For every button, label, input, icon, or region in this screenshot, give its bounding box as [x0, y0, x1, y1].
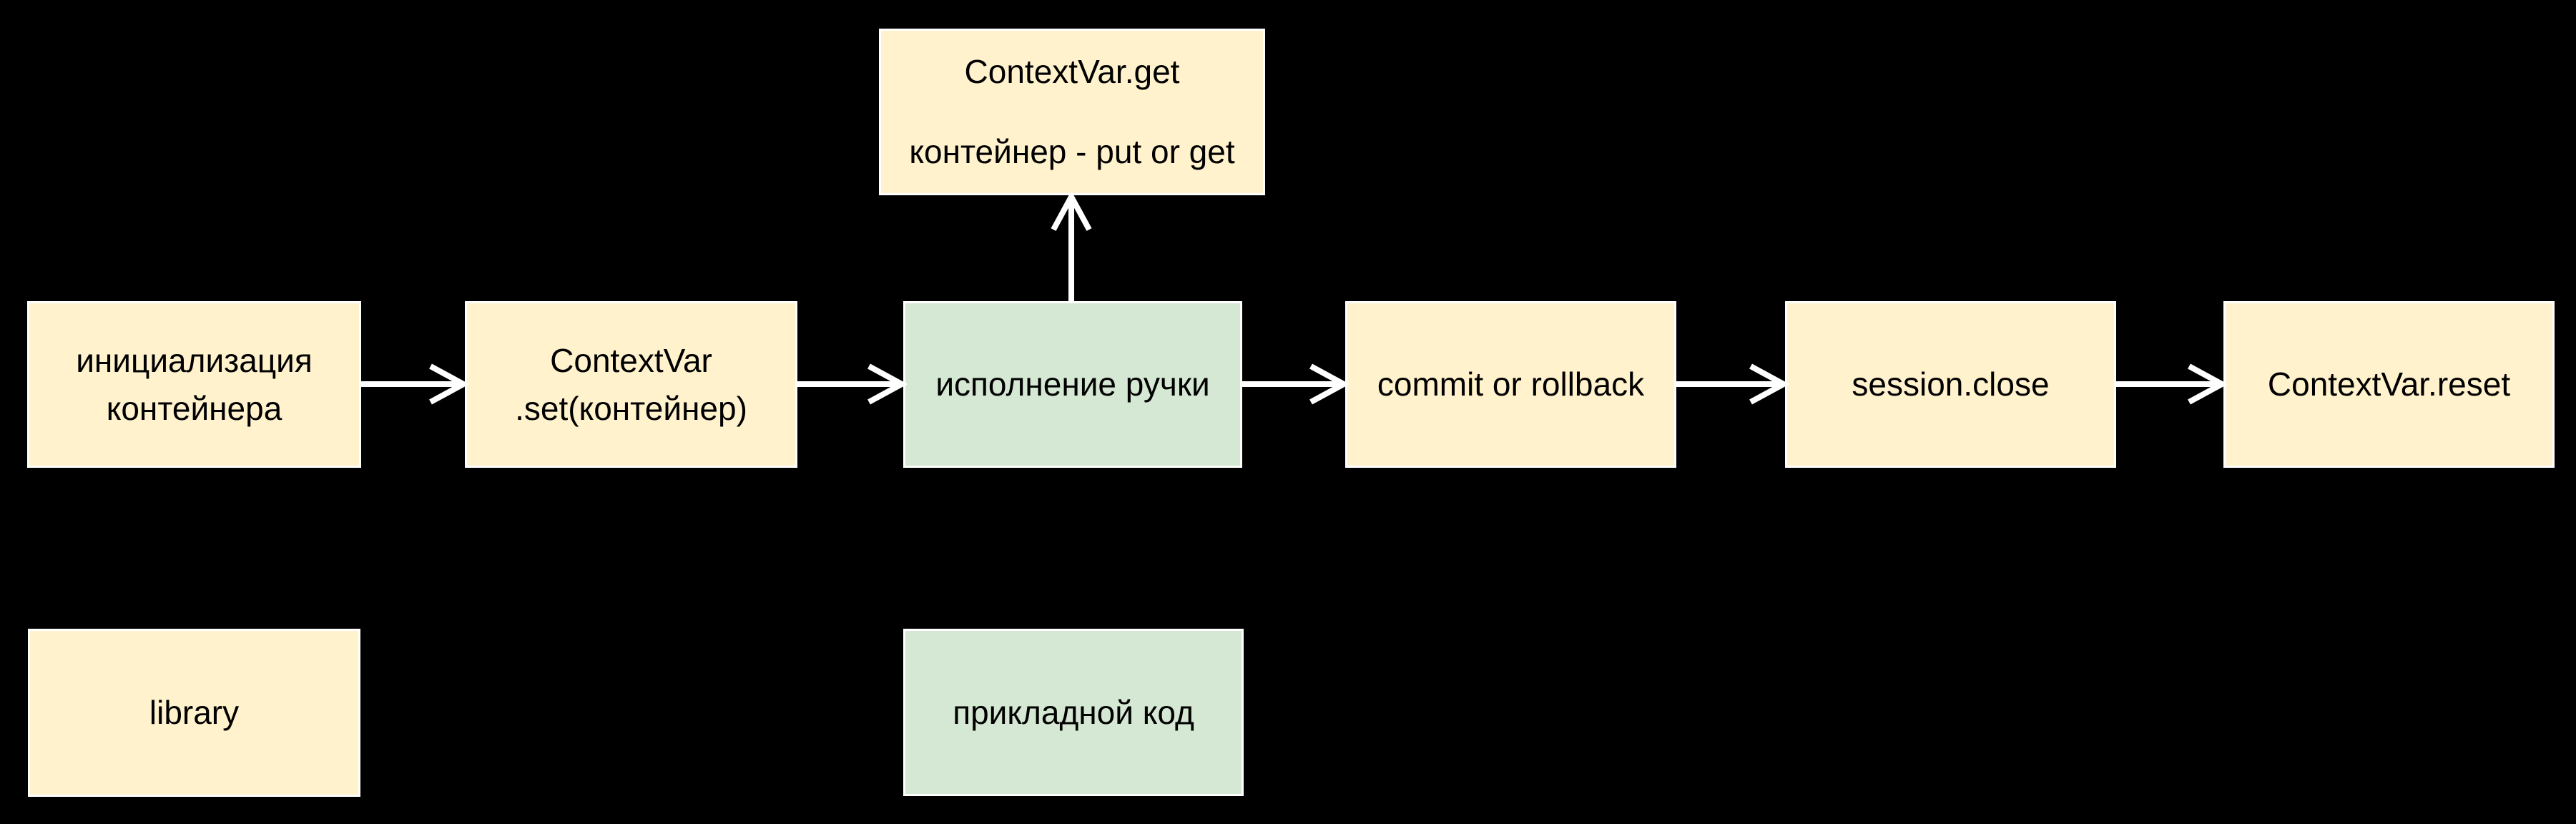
- node-init-container-line2: контейнера: [106, 389, 282, 427]
- node-session-close-label: session.close: [1852, 366, 2050, 403]
- arrow-close-to-reset: [2116, 363, 2228, 405]
- node-contextvar-set: ContextVar .set(контейнер): [465, 301, 797, 468]
- node-handler-execution: исполнение ручки: [903, 301, 1242, 468]
- legend-application-code-label: прикладной код: [953, 693, 1194, 731]
- node-commit-or-rollback-label: commit or rollback: [1377, 366, 1645, 403]
- node-init-container-line1: инициализация: [76, 341, 313, 379]
- node-handler-execution-label: исполнение ручки: [935, 366, 1210, 403]
- node-session-close: session.close: [1785, 301, 2116, 468]
- node-contextvar-reset-label: ContextVar.reset: [2267, 366, 2511, 403]
- node-contextvar-get-line2: контейнер - put or get: [909, 133, 1235, 170]
- node-init-container: инициализация контейнера: [27, 301, 361, 468]
- arrow-handler-to-get: [1051, 190, 1092, 301]
- arrow-init-to-set: [361, 363, 470, 405]
- node-contextvar-get: ContextVar.get контейнер - put or get: [879, 29, 1265, 195]
- arrow-handler-to-commit: [1242, 363, 1350, 405]
- node-commit-or-rollback: commit or rollback: [1345, 301, 1676, 468]
- legend-application-code: прикладной код: [903, 629, 1244, 796]
- arrow-commit-to-close: [1676, 363, 1790, 405]
- legend-library-label: library: [149, 694, 240, 732]
- node-contextvar-reset: ContextVar.reset: [2223, 301, 2555, 468]
- arrow-set-to-handler: [797, 363, 908, 405]
- node-contextvar-get-line1: ContextVar.get: [964, 53, 1180, 91]
- node-contextvar-set-line2: .set(контейнер): [515, 389, 747, 427]
- legend-library: library: [28, 629, 360, 797]
- node-contextvar-set-line1: ContextVar: [550, 341, 712, 379]
